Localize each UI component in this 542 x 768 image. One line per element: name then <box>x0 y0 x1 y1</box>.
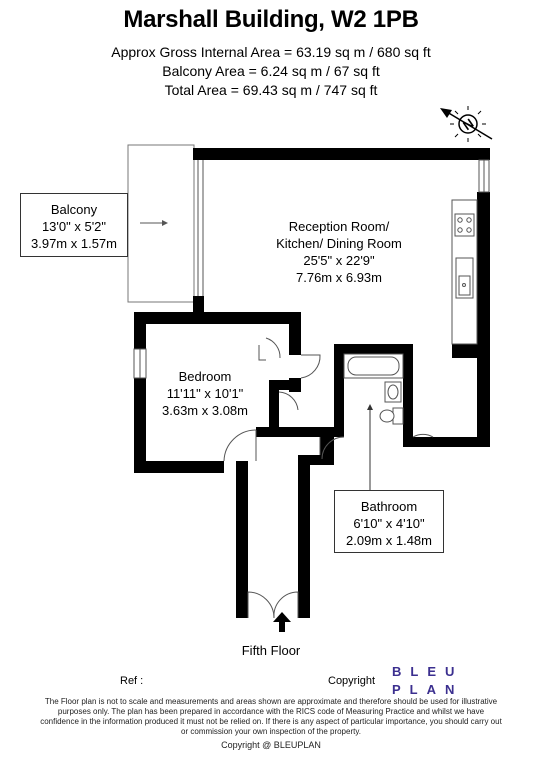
balcony-outline <box>127 144 204 303</box>
windows <box>133 159 490 379</box>
bathroom-fittings <box>343 353 404 490</box>
balcony-label: Balcony 13'0" x 5'2" 3.97m x 1.57m <box>21 194 127 252</box>
balcony-metric: 3.97m x 1.57m <box>31 236 117 251</box>
walls <box>134 148 490 618</box>
gross-area-text: Approx Gross Internal Area = 63.19 sq m … <box>111 44 431 60</box>
doors <box>223 337 434 619</box>
reception-room-metric: 7.76m x 6.93m <box>296 270 382 285</box>
balcony-label-box: Balcony 13'0" x 5'2" 3.97m x 1.57m <box>20 193 128 257</box>
reception-room-name-line1: Reception Room/ <box>288 219 390 234</box>
bathroom-metric: 2.09m x 1.48m <box>346 533 432 548</box>
bleuplan-logo-bottom: PLAN <box>392 682 464 697</box>
bathroom-imperial: 6'10" x 4'10" <box>353 516 425 531</box>
ref-label: Ref : <box>120 675 144 687</box>
balcony-area-text: Balcony Area = 6.24 sq m / 67 sq ft <box>162 63 380 79</box>
bathroom-name: Bathroom <box>360 499 418 514</box>
reception-room-label: Reception Room/ Kitchen/ Dining Room 25'… <box>264 218 414 286</box>
floor-label: Fifth Floor <box>241 643 301 658</box>
page-title: Marshall Building, W2 1PB <box>123 6 419 33</box>
bedroom-imperial: 11'11" x 10'1" <box>166 386 244 401</box>
balcony-name: Balcony <box>50 202 98 217</box>
disclaimer-text: The Floor plan is not to scale and measu… <box>40 697 502 736</box>
reception-room-imperial: 25'5" x 22'9" <box>303 253 375 268</box>
copyright-footer: Copyright @ BLEUPLAN <box>221 740 321 750</box>
kitchen-units <box>451 199 478 345</box>
copyright-label: Copyright <box>328 675 376 687</box>
bedroom-name: Bedroom <box>178 369 232 384</box>
bathroom-label: Bathroom 6'10" x 4'10" 2.09m x 1.48m <box>335 491 443 549</box>
reception-room-name-line2: Kitchen/ Dining Room <box>276 236 402 251</box>
bedroom-metric: 3.63m x 3.08m <box>162 403 248 418</box>
balcony-imperial: 13'0" x 5'2" <box>41 219 107 234</box>
compass-icon: N <box>440 106 493 142</box>
bedroom-label: Bedroom 11'11" x 10'1" 3.63m x 3.08m <box>150 368 260 419</box>
total-area-text: Total Area = 69.43 sq m / 747 sq ft <box>164 82 378 98</box>
entrance-arrow-icon <box>273 612 291 632</box>
bleuplan-logo-top: BLEU <box>392 664 464 679</box>
bathroom-label-box: Bathroom 6'10" x 4'10" 2.09m x 1.48m <box>334 490 444 553</box>
